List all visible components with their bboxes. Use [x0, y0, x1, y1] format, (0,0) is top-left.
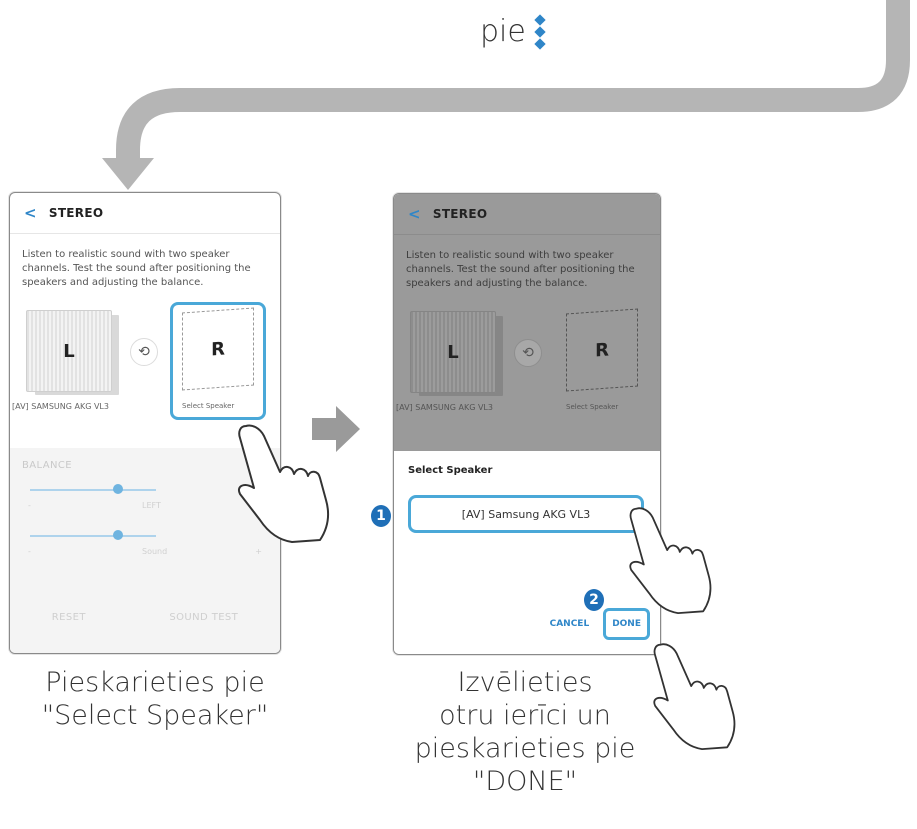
slider-min-label: -: [28, 547, 31, 556]
left-speaker-letter: L: [447, 341, 459, 363]
next-step-arrow: [312, 406, 360, 452]
select-speaker-label: Select Speaker: [566, 403, 619, 411]
step-badge-1: 1: [371, 505, 391, 527]
right-speaker-letter: R: [211, 338, 225, 360]
phone-screen-select-speaker: < STEREO Listen to realistic sound with …: [393, 193, 661, 655]
app-header: < STEREO: [394, 194, 660, 235]
device-option-label: [AV] Samsung AKG VL3: [461, 507, 591, 521]
dimmed-background: < STEREO Listen to realistic sound with …: [394, 194, 660, 451]
step-badge-2: 2: [584, 589, 604, 611]
slider-min-label: -: [28, 501, 31, 510]
caption-line: Pieskarieties pie: [45, 667, 265, 698]
right-speaker-placeholder[interactable]: R: [182, 307, 254, 391]
select-speaker-link[interactable]: Select Speaker: [182, 402, 235, 410]
left-speaker-name: [AV] SAMSUNG AKG VL3: [396, 403, 493, 412]
back-chevron-icon: <: [408, 205, 421, 223]
slider-thumb[interactable]: [113, 530, 124, 540]
top-caption: pie: [480, 13, 546, 50]
cancel-button[interactable]: CANCEL: [549, 619, 590, 629]
caption-line: Izvēlieties: [457, 667, 593, 698]
balance-slider-2[interactable]: - Sound +: [24, 517, 266, 563]
app-header: < STEREO: [10, 193, 280, 234]
caption-line: "DONE": [472, 766, 578, 797]
caption-step-select-speaker: Pieskarieties pie "Select Speaker": [20, 666, 290, 732]
header-title: STEREO: [432, 207, 488, 221]
stereo-description: Listen to realistic sound with two speak…: [22, 249, 251, 288]
slider-name-label: Sound: [142, 547, 168, 556]
reset-button[interactable]: RESET: [51, 612, 86, 623]
top-caption-text: pie: [480, 14, 526, 49]
slider-track: [30, 535, 156, 537]
slider-name-label: LEFT: [142, 501, 161, 510]
select-speaker-highlight: [170, 302, 266, 420]
dialog-actions: CANCEL DONE: [550, 608, 650, 640]
device-option-samsung-akg[interactable]: [AV] Samsung AKG VL3: [408, 495, 644, 533]
back-chevron-icon[interactable]: <: [24, 204, 37, 222]
swap-speakers-icon[interactable]: ⟲: [130, 338, 158, 366]
dialog-title: Select Speaker: [408, 465, 493, 476]
done-button[interactable]: DONE: [603, 608, 650, 640]
right-speaker-letter: R: [595, 339, 609, 361]
caption-step-done: Izvēlieties otru ierīci un pieskarieties…: [390, 666, 660, 798]
slider-thumb[interactable]: [113, 484, 124, 494]
slider-max-label: +: [255, 547, 262, 556]
speaker-selection: L ⟲ R [AV] SAMSUNG AKG VL3 Select Speake…: [394, 303, 660, 423]
left-speaker-name: [AV] SAMSUNG AKG VL3: [12, 402, 109, 411]
speaker-selection: L ⟲ R [AV] SAMSUNG AKG VL3 Select Speake…: [10, 302, 280, 422]
sound-test-button[interactable]: SOUND TEST: [169, 612, 239, 623]
left-speaker-letter: L: [63, 340, 75, 362]
header-title: STEREO: [48, 206, 104, 220]
balance-title: BALANCE: [22, 460, 72, 471]
bottom-actions: RESET SOUND TEST: [10, 612, 280, 623]
tap-hand-icon: [238, 424, 329, 543]
balance-section: BALANCE - LEFT + - Sound + RESET SOUND T…: [10, 448, 280, 653]
caption-line: pieskarieties pie: [414, 733, 636, 764]
caption-line: "Select Speaker": [41, 700, 269, 731]
swap-speakers-icon: ⟲: [514, 339, 542, 367]
done-label: DONE: [612, 619, 641, 629]
right-speaker-placeholder: R: [566, 308, 638, 392]
left-speaker-card[interactable]: L: [26, 310, 112, 392]
select-speaker-dialog: Select Speaker [AV] Samsung AKG VL3 CANC…: [394, 451, 660, 654]
slider-track: [30, 489, 156, 491]
curved-flow-arrow: [102, 0, 910, 190]
tap-hand-icon: [653, 643, 736, 750]
balance-slider-1[interactable]: - LEFT +: [24, 471, 266, 517]
tap-hand-icon: [629, 507, 712, 614]
stereo-description: Listen to realistic sound with two speak…: [406, 250, 635, 289]
phone-screen-stereo: < STEREO Listen to realistic sound with …: [9, 192, 281, 654]
caption-line: otru ierīci un: [439, 700, 611, 731]
left-speaker-card: L: [410, 311, 496, 393]
